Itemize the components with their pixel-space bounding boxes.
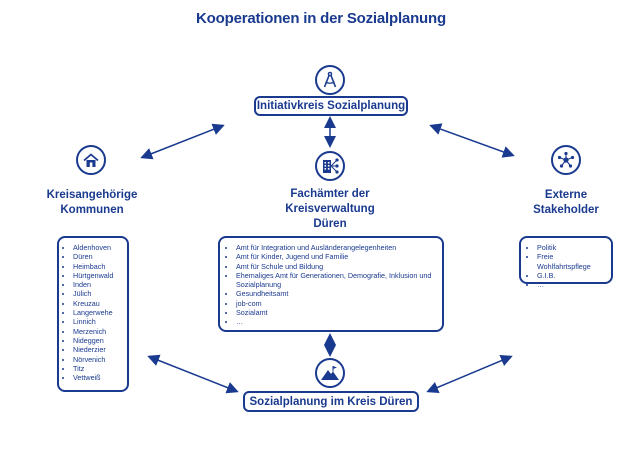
list-item: Langerwehe (73, 308, 125, 317)
list-item: Aldenhoven (73, 243, 125, 252)
list-item: Nideggen (73, 336, 125, 345)
compass-icon (315, 65, 345, 95)
list-item: … (236, 317, 438, 326)
house-icon (76, 145, 106, 175)
diagram-title: Kooperationen in der Sozialplanung (196, 10, 446, 27)
arrow-extern-sozialplanung (426, 354, 513, 394)
list-item: Freie Wohlfahrtspflege (537, 252, 609, 271)
list-item: Ehemaliges Amt für Generationen, Demogra… (236, 271, 438, 290)
fachaemter-heading-line3: Düren (313, 218, 347, 230)
kommunen-heading: Kreisangehörige Kommunen (30, 188, 154, 218)
list-item: Niederzier (73, 345, 125, 354)
list-item: Sozialamt (236, 308, 438, 317)
sozialplanung-box: Sozialplanung im Kreis Düren (243, 391, 419, 412)
kommunen-list: Aldenhoven Düren Heimbach Hürtgenwald In… (59, 243, 125, 382)
arrow-kommunen-sozialplanung (147, 354, 239, 394)
list-item: Politik (537, 243, 609, 252)
initiativkreis-box: Initiativkreis Sozialplanung (254, 96, 408, 116)
office-network-icon (315, 151, 345, 181)
arrow-initiativkreis-kommunen (140, 123, 225, 160)
list-item: Hürtgenwald (73, 271, 125, 280)
network-icon (551, 145, 581, 175)
extern-heading: Externe Stakeholder (506, 188, 626, 218)
mountain-flag-icon (315, 358, 345, 388)
list-item: G.I.B. (537, 271, 609, 280)
initiativkreis-label: Initiativkreis Sozialplanung (256, 100, 406, 112)
kommunen-list-box: Aldenhoven Düren Heimbach Hürtgenwald In… (57, 236, 129, 392)
list-item: job-com (236, 299, 438, 308)
extern-heading-line1: Externe (544, 189, 588, 201)
list-item: Heimbach (73, 262, 125, 271)
list-item: Linnich (73, 317, 125, 326)
extern-list: Politik Freie Wohlfahrtspflege G.I.B. … (523, 243, 609, 289)
list-item: … (537, 280, 609, 289)
list-item: Merzenich (73, 327, 125, 336)
list-item: Vettweiß (73, 373, 125, 382)
list-item: Titz (73, 364, 125, 373)
list-item: Amt für Kinder, Jugend und Familie (236, 252, 438, 261)
fachaemter-heading: Fachämter der Kreisverwaltung Düren (262, 187, 398, 232)
list-item: Nörvenich (73, 355, 125, 364)
extern-list-box: Politik Freie Wohlfahrtspflege G.I.B. … (519, 236, 613, 289)
extern-heading-line2: Stakeholder (533, 204, 599, 216)
list-item: Inden (73, 280, 125, 289)
list-item: Amt für Integration und Ausländerangeleg… (236, 243, 438, 252)
list-item: Jülich (73, 289, 125, 298)
sozialplanung-label: Sozialplanung im Kreis Düren (249, 395, 413, 408)
fachaemter-list-box: Amt für Integration und Ausländerangeleg… (218, 236, 444, 332)
list-item: Amt für Schule und Bildung (236, 262, 438, 271)
kommunen-heading-line1: Kreisangehörige (46, 189, 138, 201)
fachaemter-heading-line1: Fachämter der (290, 188, 370, 200)
arrow-initiativkreis-extern (429, 123, 515, 158)
list-item: Gesundheitsamt (236, 289, 438, 298)
list-item: Düren (73, 252, 125, 261)
kommunen-heading-line2: Kommunen (60, 204, 124, 216)
fachaemter-heading-line2: Kreisverwaltung (285, 203, 375, 215)
fachaemter-list: Amt für Integration und Ausländerangeleg… (222, 243, 438, 327)
list-item: Kreuzau (73, 299, 125, 308)
